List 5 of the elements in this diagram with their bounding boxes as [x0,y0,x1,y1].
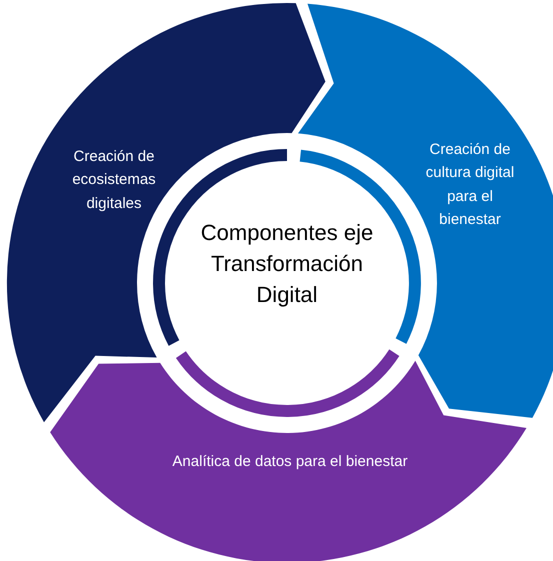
segment-label: Creación de cultura digital para el bienestar [424,140,516,230]
segment-label: Analítica de datos para el bienestar [171,452,409,472]
segment-label: Creación de ecosistemas digitales [71,147,157,214]
cycle-segment [50,360,526,561]
center-label: Componentes eje Transformación Digital [200,219,374,309]
